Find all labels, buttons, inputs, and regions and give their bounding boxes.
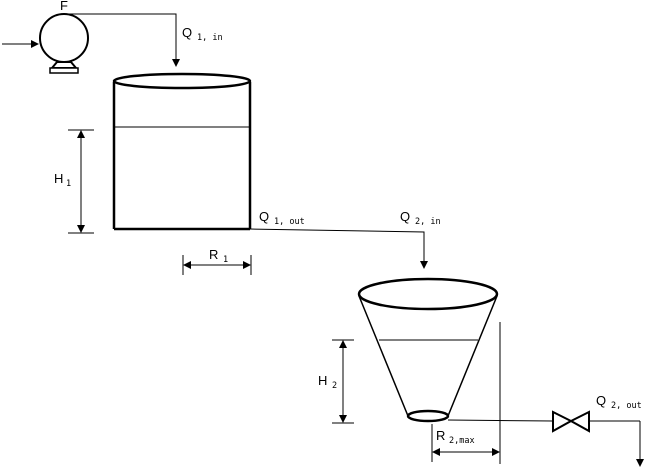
q1-out-pipe bbox=[249, 228, 428, 269]
svg-text:Q: Q bbox=[400, 209, 410, 224]
q2-out-label: Q 2, out bbox=[596, 393, 642, 411]
svg-text:H: H bbox=[318, 373, 327, 388]
svg-text:R: R bbox=[436, 428, 445, 443]
tank-1-top bbox=[112, 72, 252, 90]
r1-label: R 1 bbox=[209, 247, 228, 265]
q1-in-label: Q 1, in bbox=[182, 25, 223, 43]
pump-body bbox=[39, 13, 89, 63]
pump: F bbox=[2, 0, 89, 74]
r2max-dimension bbox=[431, 424, 500, 462]
svg-text:Q: Q bbox=[182, 25, 192, 40]
svg-text:1, out: 1, out bbox=[274, 217, 305, 227]
svg-text:Q: Q bbox=[259, 209, 269, 224]
tank-1 bbox=[112, 72, 252, 231]
q1-out-label: Q 1, out bbox=[259, 209, 305, 227]
svg-text:2,max: 2,max bbox=[449, 436, 475, 446]
svg-text:1: 1 bbox=[223, 255, 228, 265]
pump-stand bbox=[49, 61, 79, 69]
tank-2-left-wall bbox=[358, 295, 409, 417]
h2-label: H 2 bbox=[318, 373, 337, 391]
q2-out-pipe bbox=[447, 419, 644, 467]
tank-2-right-wall bbox=[447, 295, 498, 417]
tank-2-top bbox=[357, 277, 499, 311]
tank-2-bottom bbox=[406, 409, 450, 423]
pump-base bbox=[49, 67, 79, 74]
outlet-valve bbox=[552, 410, 590, 433]
h1-label: H 1 bbox=[54, 171, 71, 189]
svg-text:2, out: 2, out bbox=[611, 401, 642, 411]
tank-2 bbox=[357, 277, 499, 423]
svg-text:1, in: 1, in bbox=[197, 33, 223, 43]
r2max-label: R 2,max bbox=[436, 428, 475, 446]
h2-dimension bbox=[332, 339, 354, 424]
svg-text:2: 2 bbox=[332, 381, 337, 391]
svg-text:2, in: 2, in bbox=[415, 217, 441, 227]
svg-text:H: H bbox=[54, 171, 63, 186]
pump-label: F bbox=[60, 0, 68, 13]
r1-dimension bbox=[182, 255, 252, 275]
q2-in-label: Q 2, in bbox=[400, 209, 441, 227]
svg-text:R: R bbox=[209, 247, 218, 262]
h1-dimension bbox=[68, 129, 94, 234]
svg-text:Q: Q bbox=[596, 393, 606, 408]
q1-in-pipe bbox=[68, 13, 180, 67]
svg-text:1: 1 bbox=[66, 179, 71, 189]
